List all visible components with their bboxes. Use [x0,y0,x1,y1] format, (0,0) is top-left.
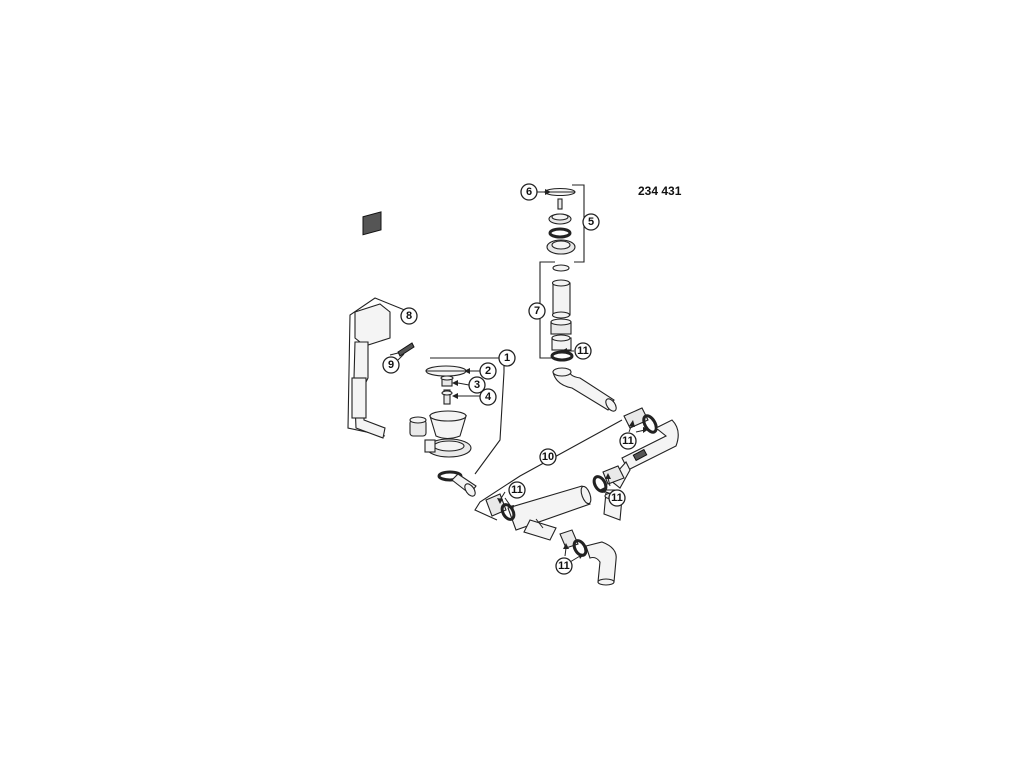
long-pipe [507,485,592,541]
o-ring-right-top [642,414,658,434]
bracket-8 [347,297,413,437]
svg-text:4: 4 [485,391,492,403]
o-ring-lower [572,539,588,557]
svg-text:2: 2 [485,365,491,377]
hose-adapter [409,416,427,437]
callout-1: 1 [498,349,516,367]
svg-text:1: 1 [504,352,510,364]
callout-6: 6 [520,183,538,201]
callout-9: 9 [382,356,400,374]
leader-11-e [563,543,584,563]
overflow-plate [354,211,391,347]
svg-text:6: 6 [526,186,532,198]
leader-4 [452,393,480,399]
callout-11-right-top: 11 [619,432,637,450]
small-washer [552,264,570,272]
vertical-pipe [551,279,571,319]
svg-text:11: 11 [611,492,623,504]
leader-2 [464,368,480,374]
svg-text:11: 11 [558,560,570,572]
callout-2: 2 [479,362,497,380]
callout-11-middle: 11 [608,489,626,507]
sink-strainer-bowl [429,410,467,440]
callout-11-lower: 11 [555,557,573,575]
svg-text:11: 11 [511,484,523,496]
svg-text:3: 3 [474,379,480,391]
callout-8: 8 [400,307,418,325]
nut-right-top [623,407,649,429]
leader-11-d [497,491,514,512]
o-ring [550,350,574,362]
strainer-body [546,239,576,255]
leader-3 [452,380,470,386]
callout-11-left: 11 [508,481,526,499]
valve-stem [441,389,453,405]
strainer-lid [425,365,467,377]
strainer-housing [424,438,472,458]
svg-text:9: 9 [388,359,394,371]
leader-6 [537,189,551,195]
elbow-outlet [585,541,617,586]
svg-text:8: 8 [406,310,412,322]
callout-10: 10 [539,448,557,466]
svg-text:11: 11 [622,435,634,447]
callout-11-upper: 11 [574,342,592,360]
svg-text:11: 11 [577,345,589,357]
pipe-coupling [551,334,572,351]
callout-4: 4 [479,388,497,406]
lid-knob [440,375,454,387]
svg-text:5: 5 [588,216,594,228]
leader-11-b [628,420,649,433]
threaded-nut [550,318,572,335]
drawing-code: 234 431 [638,184,682,198]
sealing-ring [548,227,572,239]
screw [557,198,563,210]
svg-text:10: 10 [542,451,554,463]
strainer-basket [548,213,572,225]
outlet-pipe [451,473,477,497]
leader-11-a [561,348,574,354]
elbow-pipe [552,367,617,412]
callout-7: 7 [528,302,546,320]
callout-3: 3 [468,376,486,394]
callout-5: 5 [582,213,600,231]
leader-9 [397,353,405,361]
overflow-hose [351,341,386,439]
leader-11-c [599,473,615,493]
svg-text:7: 7 [534,305,540,317]
overflow-screw [389,342,415,357]
